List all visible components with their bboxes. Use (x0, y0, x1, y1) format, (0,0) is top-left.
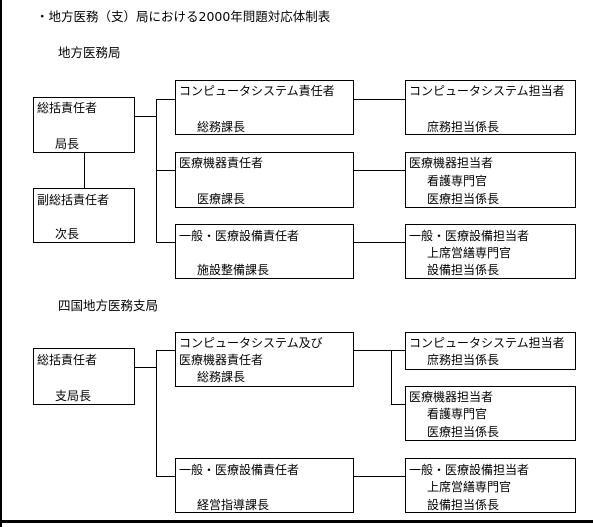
connector-bus-to-manager (156, 170, 175, 171)
staff-box-medical-equipment: 医療機器担当者 看護専門官 医療担当係長 (405, 386, 576, 441)
staff-box-medical-equipment: 医療機器担当者 看護専門官 医療担当係長 (405, 152, 576, 208)
manager-role: 総務課長 (197, 120, 246, 134)
general-manager-box: 総括責任者 局長 (33, 97, 135, 153)
vice-general-manager-title: 副総括責任者 (37, 193, 110, 207)
connector-general-to-vice (84, 153, 85, 188)
connector-manager-to-staff (354, 99, 405, 100)
branch-general-manager-box: 総括責任者 支局長 (33, 348, 135, 405)
manager-box-facilities: 一般・医療設備責任者 施設整備課長 (175, 224, 354, 279)
page-frame-bottom (0, 520, 593, 523)
connector-staff-bus (391, 350, 392, 405)
staff-role: 庶務担当係長 (427, 120, 500, 134)
page-frame-left (0, 0, 2, 527)
general-manager-title: 総括責任者 (37, 353, 98, 367)
connector-general-to-bus (135, 116, 156, 117)
staff-box-facilities: 一般・医療設備担当者 上席営繕専門官 設備担当係長 (405, 224, 576, 279)
general-manager-title: 総括責任者 (37, 101, 98, 115)
connector-bus-to-staff (391, 404, 405, 405)
connector-manager-to-staff (354, 242, 405, 243)
manager-box-computer-and-equipment: コンピュータシステム及び 医療機器責任者 総務課長 (175, 332, 354, 387)
manager-role: 施設整備課長 (197, 263, 270, 277)
staff-title: コンピュータシステム担当者 (409, 84, 565, 98)
connector-manager-to-staff (354, 476, 405, 477)
manager-title: コンピュータシステム責任者 (179, 84, 335, 98)
staff-role: 医療担当係長 (427, 425, 500, 439)
manager-role: 経営指導課長 (197, 498, 270, 512)
connector-manager-bus (156, 350, 157, 476)
manager-title: 一般・医療設備責任者 (179, 229, 300, 243)
section-heading-regional-bureau: 地方医務局 (58, 45, 121, 60)
general-manager-role: 支局長 (55, 389, 92, 403)
vice-general-manager-role: 次長 (55, 227, 80, 241)
staff-title: 医療機器担当者 (409, 156, 494, 170)
manager-role: 医療課長 (197, 192, 246, 206)
staff-role: 庶務担当係長 (427, 353, 500, 367)
connector-bus-to-manager (156, 99, 175, 100)
vice-general-manager-box: 副総括責任者 次長 (33, 188, 135, 243)
page-title: ・地方医務（支）局における2000年問題対応体制表 (36, 9, 331, 24)
connector-bus-to-manager (156, 350, 175, 351)
staff-title: 一般・医療設備担当者 (409, 229, 530, 243)
connector-manager-to-staff (354, 350, 405, 351)
staff-title: 医療機器担当者 (409, 390, 494, 404)
manager-box-computer-system: コンピュータシステム責任者 総務課長 (175, 80, 354, 135)
manager-title-line2: 医療機器責任者 (179, 353, 264, 367)
section-heading-shikoku-branch: 四国地方医務支局 (58, 298, 159, 313)
staff-title: 一般・医療設備担当者 (409, 463, 530, 477)
staff-role: 看護専門官 (427, 407, 488, 421)
manager-box-medical-equipment: 医療機器責任者 医療課長 (175, 152, 354, 208)
staff-title: コンピュータシステム担当者 (409, 336, 565, 350)
connector-bus-to-manager (156, 242, 175, 243)
manager-role: 総務課長 (197, 370, 246, 384)
staff-role: 設備担当係長 (427, 498, 500, 512)
connector-general-to-bus (135, 367, 156, 368)
connector-manager-to-staff (354, 170, 405, 171)
staff-role: 上席営繕専門官 (427, 246, 512, 260)
staff-role: 上席営繕専門官 (427, 480, 512, 494)
manager-box-facilities: 一般・医療設備責任者 経営指導課長 (175, 458, 354, 513)
staff-role: 医療担当係長 (427, 192, 500, 206)
staff-role: 設備担当係長 (427, 263, 500, 277)
staff-box-computer-system: コンピュータシステム担当者 庶務担当係長 (405, 80, 576, 135)
staff-role: 看護専門官 (427, 174, 488, 188)
manager-title: 医療機器責任者 (179, 156, 264, 170)
staff-box-computer-system: コンピュータシステム担当者 庶務担当係長 (405, 332, 576, 370)
staff-box-facilities: 一般・医療設備担当者 上席営繕専門官 設備担当係長 (405, 458, 576, 513)
manager-title: 一般・医療設備責任者 (179, 463, 300, 477)
manager-title: コンピュータシステム及び (179, 336, 323, 350)
general-manager-role: 局長 (55, 137, 80, 151)
connector-bus-to-manager (156, 476, 175, 477)
